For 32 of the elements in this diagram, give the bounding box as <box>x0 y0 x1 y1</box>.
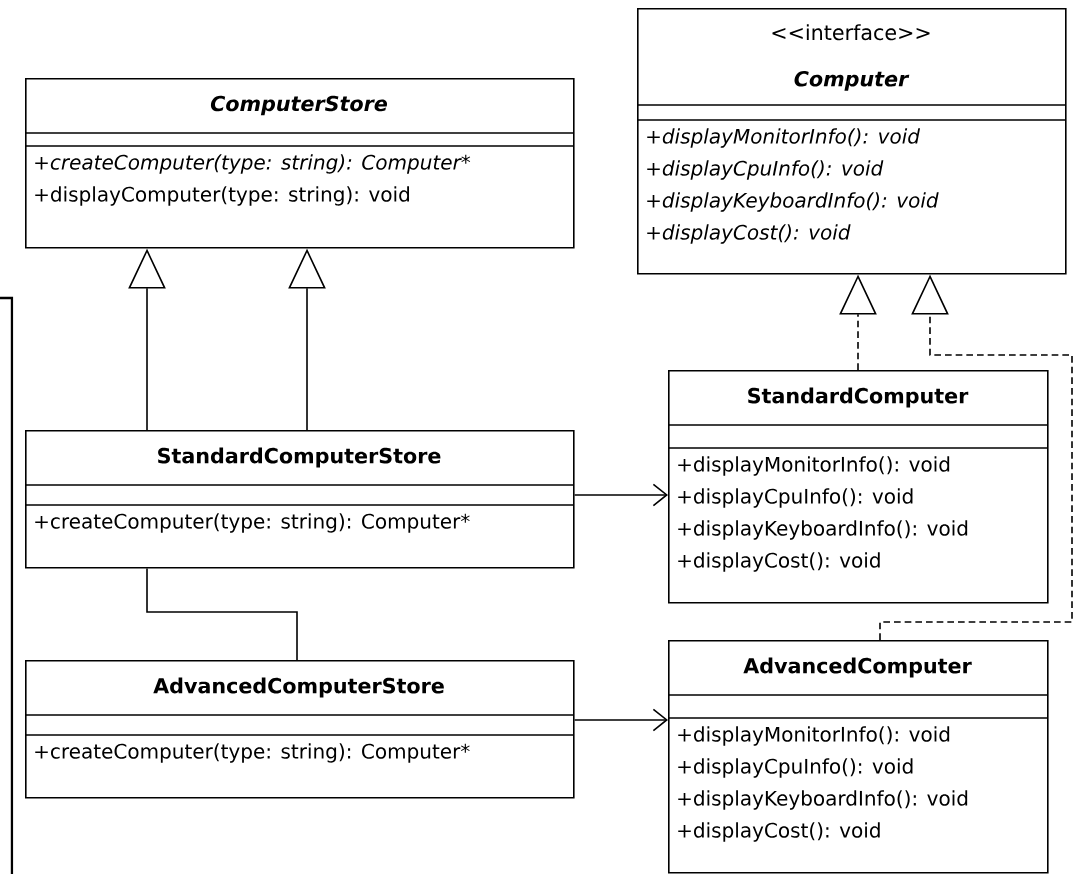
class-name: ComputerStore <box>210 95 387 116</box>
method-text: +createComputer(type: string): Computer* <box>35 154 471 174</box>
class-box <box>24 78 575 249</box>
method-text: +displayMonitorInfo(): void <box>678 726 950 746</box>
method-text: +createComputer(type: string): Computer* <box>35 743 470 763</box>
method-text: +displayMonitorInfo(): void <box>678 456 950 476</box>
class-name: StandardComputerStore <box>158 447 441 468</box>
class-name: AdvancedComputer <box>743 657 972 678</box>
method-text: +displayKeyboardInfo(): void <box>647 192 939 212</box>
class-name: AdvancedComputerStore <box>153 677 444 698</box>
method-text: +displayCpuInfo(): void <box>678 758 913 778</box>
class-box <box>636 8 1067 275</box>
method-text: +displayKeyboardInfo(): void <box>678 520 968 540</box>
method-text: +displayCpuInfo(): void <box>647 160 884 180</box>
class-box <box>24 430 575 569</box>
connector-line <box>146 567 298 661</box>
method-text: +displayMonitorInfo(): void <box>647 128 921 148</box>
class-box <box>667 640 1049 874</box>
method-text: +createComputer(type: string): Computer* <box>35 513 470 533</box>
method-text: +displayCpuInfo(): void <box>678 488 913 508</box>
class-name: Computer <box>794 71 910 91</box>
method-text: +displayCost(): void <box>678 822 880 842</box>
method-text: +displayCost(): void <box>678 552 880 572</box>
class-box <box>667 370 1049 604</box>
class-name: StandardComputer <box>748 387 969 408</box>
method-text: +displayKeyboardInfo(): void <box>678 790 968 810</box>
dependency-arrow <box>573 483 668 507</box>
method-text: +displayCost(): void <box>647 224 851 244</box>
stereotype-label: <<interface>> <box>772 24 930 41</box>
class-box <box>24 660 575 799</box>
dependency-arrow <box>573 708 668 732</box>
method-text: +displayComputer(type: string): void <box>35 186 409 206</box>
